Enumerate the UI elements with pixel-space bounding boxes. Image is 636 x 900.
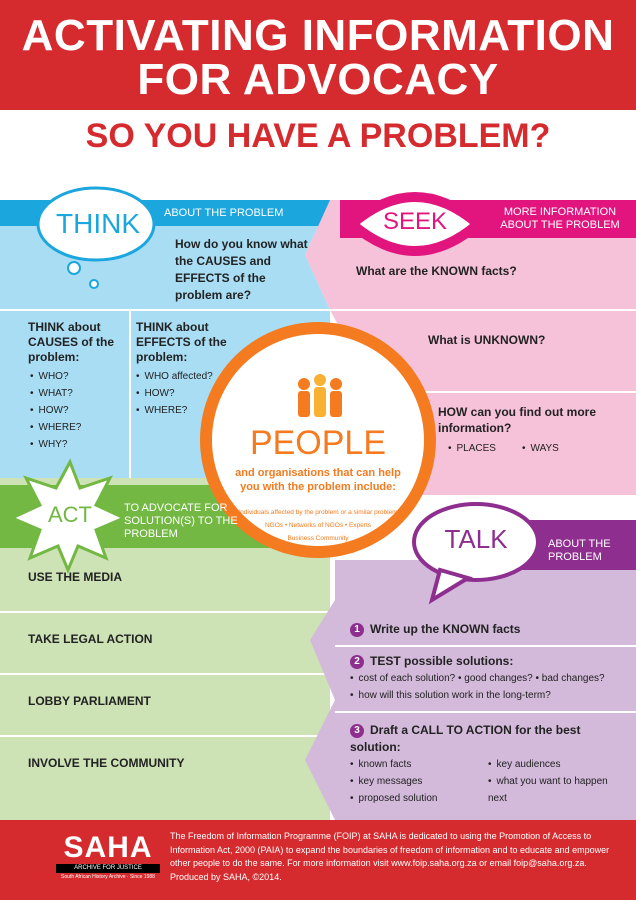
header-banner: ACTIVATING INFORMATION FOR ADVOCACY xyxy=(0,0,636,110)
step-3-text: Draft a CALL TO ACTION for the best solu… xyxy=(350,723,581,754)
talk-header: ABOUT THE PROBLEM xyxy=(548,538,611,563)
step-3-number: 3 xyxy=(350,724,364,738)
title-line-2: FOR ADVOCACY xyxy=(137,55,499,104)
subtitle: SO YOU HAVE A PROBLEM? xyxy=(85,117,551,155)
step-2-item: cost of each solution? • good changes? •… xyxy=(350,670,634,687)
effects-title: THINK about EFFECTS of the problem: xyxy=(136,320,227,364)
logo-sub-1: ARCHIVE FOR JUSTICE xyxy=(56,864,160,873)
think-cloud-icon xyxy=(36,186,156,289)
act-row-legal: TAKE LEGAL ACTION xyxy=(28,632,153,646)
people-item: Researchers • Educators xyxy=(281,548,354,555)
people-item: Individuals affected by the problem or a… xyxy=(238,509,398,516)
step-2-item: how will this solution work in the long-… xyxy=(350,687,634,704)
step-1-text: Write up the KNOWN facts xyxy=(370,622,521,636)
causes-item: WHY? xyxy=(30,436,126,453)
seek-ways-list-2: WAYS xyxy=(522,440,582,457)
think-header: ABOUT THE PROBLEM xyxy=(164,207,284,219)
effects-item: WHERE? xyxy=(136,402,232,419)
talk-step-3-left: known facts key messages proposed soluti… xyxy=(350,756,480,807)
think-bubble-label: THINK xyxy=(56,208,140,239)
title-line-1: ACTIVATING INFORMATION xyxy=(21,11,615,60)
seek-way-item: PLACES xyxy=(448,440,508,457)
talk-bubble-label: TALK xyxy=(444,524,508,554)
step-3-item: known facts xyxy=(350,756,480,773)
talk-step-2-list: cost of each solution? • good changes? •… xyxy=(350,670,634,704)
step-1-number: 1 xyxy=(350,623,364,637)
act-burst-icon xyxy=(8,458,128,574)
seek-eye-icon xyxy=(344,192,486,256)
saha-logo: SAHA ARCHIVE FOR JUSTICE South African H… xyxy=(56,832,160,888)
people-circle xyxy=(200,322,436,558)
step-2-number: 2 xyxy=(350,655,364,669)
talk-step-3-right: key audiences what you want to happen ne… xyxy=(488,756,628,807)
seek-unknown: What is UNKNOWN? xyxy=(428,333,546,347)
seek-how: HOW can you find out more information? xyxy=(438,405,596,435)
act-row-community: INVOLVE THE COMMUNITY xyxy=(28,756,185,770)
seek-bubble-label: SEEK xyxy=(382,208,448,235)
logo-text: SAHA xyxy=(63,831,153,864)
act-row-parliament: LOBBY PARLIAMENT xyxy=(28,694,151,708)
people-items: Individuals affected by the problem or a… xyxy=(226,506,410,558)
act-bubble-label: ACT xyxy=(48,502,92,527)
people-item: Business Community xyxy=(287,535,349,542)
step-2-text: TEST possible solutions: xyxy=(370,654,514,668)
talk-bubble-icon xyxy=(412,502,540,605)
people-item: NGOs • Networks of NGOs • Experts xyxy=(264,522,372,529)
step-3-item: proposed solution xyxy=(350,790,480,807)
step-3-item: what you want to happen next xyxy=(488,773,628,807)
causes-item: WHO? xyxy=(30,368,126,385)
talk-step-2: 2 TEST possible solutions: xyxy=(350,654,630,669)
people-icon xyxy=(298,374,342,417)
step-3-item: key messages xyxy=(350,773,480,790)
talk-step-1: 1 Write up the KNOWN facts xyxy=(350,622,630,637)
causes-item: WHERE? xyxy=(30,419,126,436)
step-3-item: key audiences xyxy=(488,756,628,773)
seek-ways-list-1: PLACES xyxy=(448,440,508,457)
causes-item: WHAT? xyxy=(30,385,126,402)
people-title: PEOPLE xyxy=(249,424,387,462)
people-subtitle: and organisations that can help you with… xyxy=(235,467,401,493)
effects-item: HOW? xyxy=(136,385,232,402)
footer-bar xyxy=(0,820,636,900)
effects-list: WHO affected? HOW? WHERE? xyxy=(136,368,232,419)
think-question: How do you know what the CAUSES and EFFE… xyxy=(175,237,308,302)
act-row-media: USE THE MEDIA xyxy=(28,570,123,584)
act-header: TO ADVOCATE FOR SOLUTION(S) TO THE PROBL… xyxy=(124,502,238,540)
seek-known: What are the KNOWN facts? xyxy=(356,264,517,278)
seek-way-item: WAYS xyxy=(522,440,582,457)
effects-item: WHO affected? xyxy=(136,368,232,385)
causes-list: WHO? WHAT? HOW? WHERE? WHY? xyxy=(30,368,126,453)
logo-sub-2: South African History Archive · Since 19… xyxy=(61,874,155,880)
causes-title: THINK about CAUSES of the problem: xyxy=(28,320,115,364)
seek-header: MORE INFORMATION ABOUT THE PROBLEM xyxy=(500,206,620,231)
causes-item: HOW? xyxy=(30,402,126,419)
footer-text: The Freedom of Information Programme (FO… xyxy=(170,831,610,882)
